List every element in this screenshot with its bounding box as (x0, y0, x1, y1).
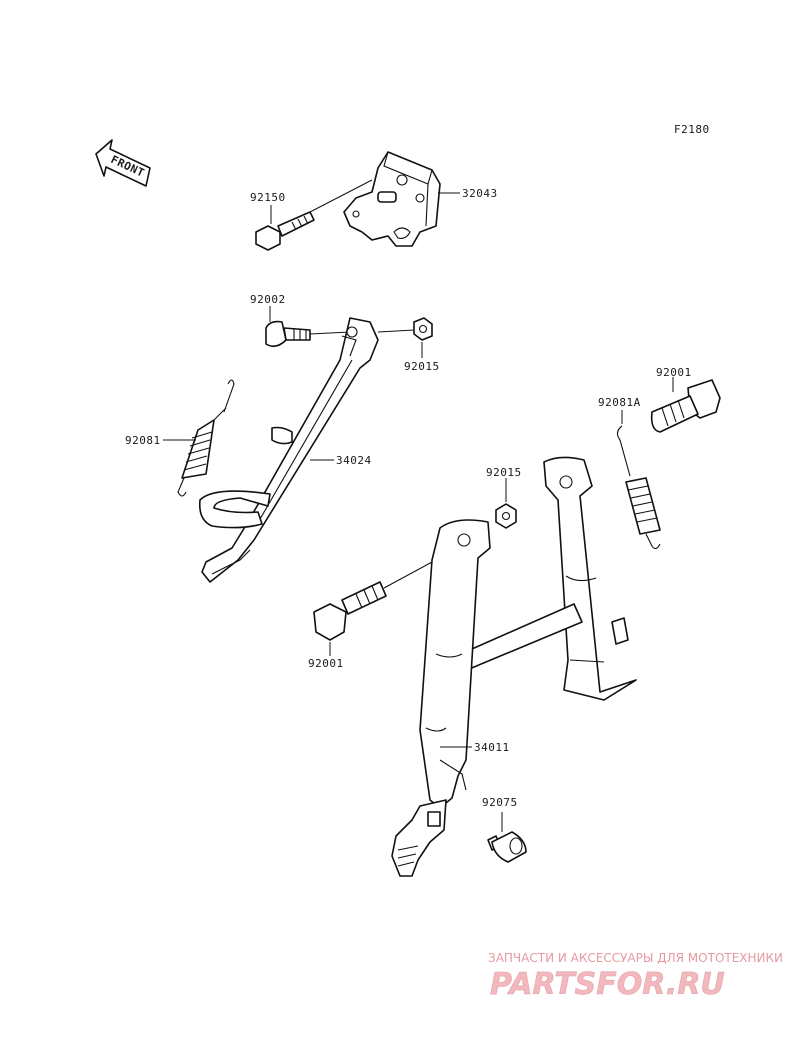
callout-92001-left: 92001 (308, 657, 344, 670)
bracket-32043 (343, 151, 441, 247)
callout-34011: 34011 (474, 741, 510, 754)
callout-92150: 92150 (250, 191, 286, 204)
nut-92015-top (377, 317, 433, 341)
watermark-tagline: ЗАПЧАСТИ И АКСЕССУАРЫ ДЛЯ МОТОТЕХНИКИ (488, 951, 783, 965)
callout-34024: 34024 (336, 454, 372, 467)
spring-92081A (616, 425, 661, 550)
callout-92002: 92002 (250, 293, 286, 306)
main-stand-34011 (391, 456, 637, 877)
bolt-92150 (255, 179, 373, 251)
side-stand-34024 (198, 317, 379, 583)
watermark-brand: PARTSFOR.RU (490, 967, 725, 1002)
callout-92015-top: 92015 (404, 360, 440, 373)
bolt-92001-right (650, 379, 721, 433)
front-arrow-icon: FRONT (95, 139, 151, 187)
callout-92001-right: 92001 (656, 366, 692, 379)
spring-92081 (177, 379, 235, 497)
pivot-bolt-92002 (265, 320, 351, 348)
callout-92081A: 92081A (598, 396, 641, 409)
callout-92075: 92075 (482, 796, 518, 809)
stopper-92075 (487, 831, 527, 863)
diagram-code: F2180 (674, 123, 710, 136)
callout-92015-middle: 92015 (486, 466, 522, 479)
callout-92081: 92081 (125, 434, 161, 447)
nut-92015-middle (495, 503, 517, 529)
callout-32043: 32043 (462, 187, 498, 200)
bolt-92001-left (313, 547, 459, 641)
